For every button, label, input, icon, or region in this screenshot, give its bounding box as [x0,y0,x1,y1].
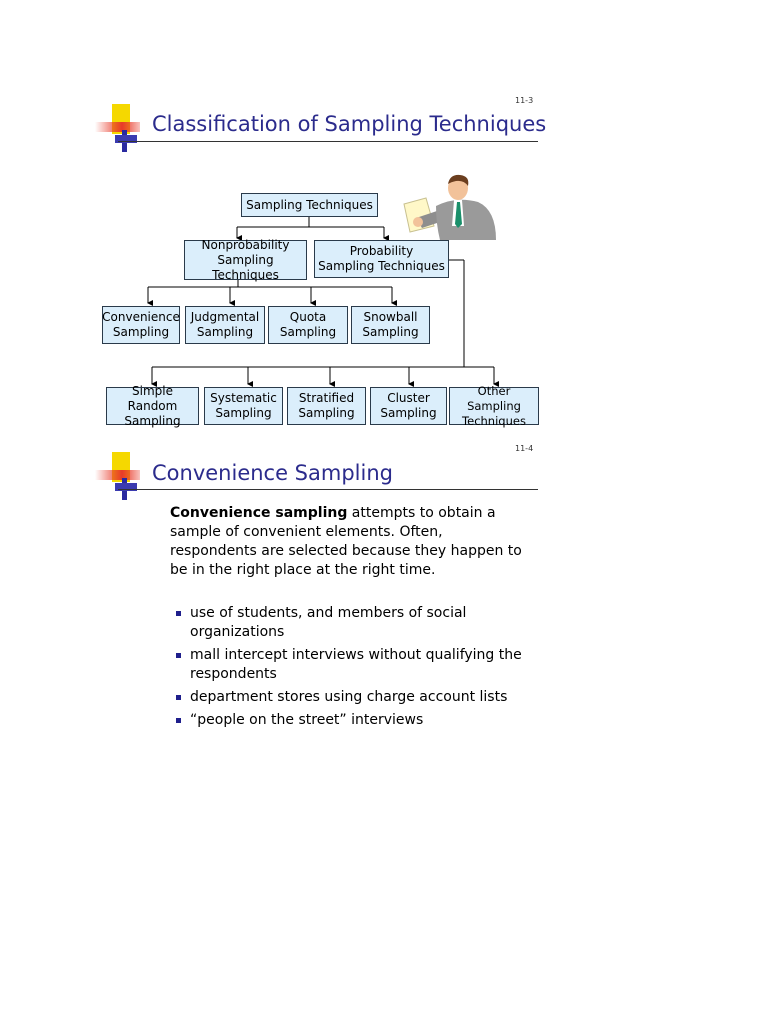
title-decoration [95,448,155,503]
intro-paragraph: Convenience sampling attempts to obtain … [170,504,530,580]
node-stratified: Stratified Sampling [287,387,366,425]
bullet-icon [176,653,181,658]
node-other-sampling: Other Sampling Techniques [449,384,539,428]
slide-title: Classification of Sampling Techniques [152,112,547,136]
list-item: mall intercept interviews without qualif… [176,646,526,684]
businessman-clipart [403,174,496,240]
slide-number: 11-4 [515,444,534,453]
node-quota: Quota Sampling [268,306,348,344]
slide-title: Convenience Sampling [152,461,393,485]
node-simple-random: Simple Random Sampling [106,384,199,428]
bullet-icon [176,695,181,700]
title-underline [118,489,538,490]
title-underline [118,141,538,142]
bullet-icon [176,611,181,616]
node-sampling-techniques: Sampling Techniques [241,193,378,217]
node-probability: Probability Sampling Techniques [314,240,449,278]
intro-text: attempts to obtain a sample of convenien… [170,505,522,578]
node-nonprobability: Nonprobability Sampling Techniques [184,238,307,282]
list-item: use of students, and members of social o… [176,604,526,642]
node-convenience: Convenience Sampling [102,306,180,344]
bullet-list: use of students, and members of social o… [176,604,526,734]
bullet-icon [176,718,181,723]
node-judgmental: Judgmental Sampling [185,306,265,344]
node-snowball: Snowball Sampling [351,306,430,344]
slide-number: 11-3 [515,96,534,105]
node-cluster: Cluster Sampling [370,387,447,425]
node-systematic: Systematic Sampling [204,387,283,425]
list-item: “people on the street” interviews [176,711,526,730]
list-item: department stores using charge account l… [176,688,526,707]
intro-term: Convenience sampling [170,505,348,521]
